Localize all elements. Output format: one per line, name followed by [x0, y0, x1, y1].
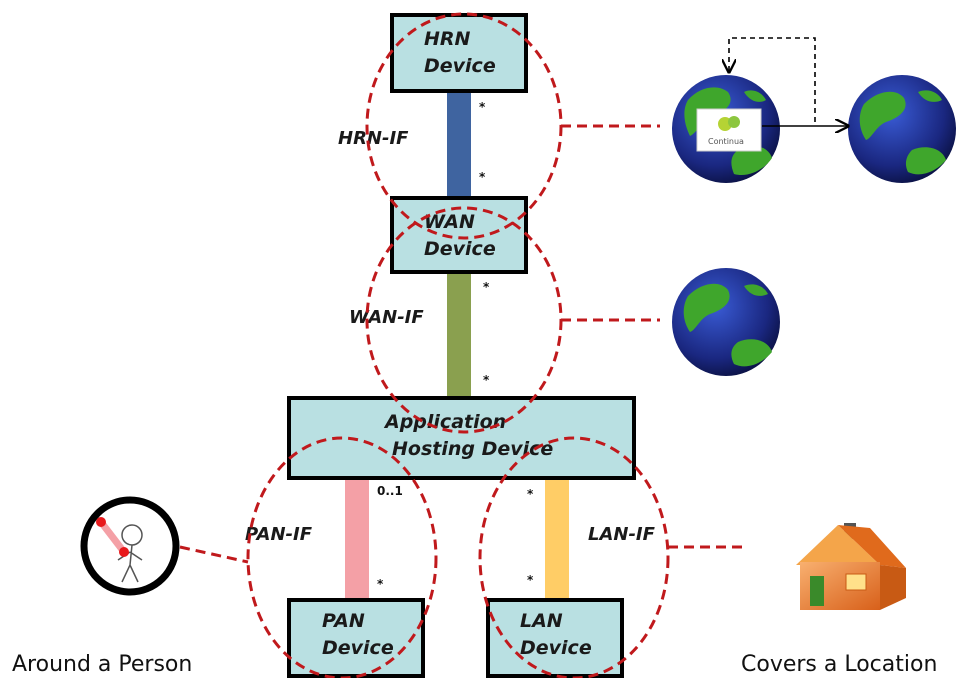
globe-icon: [848, 75, 956, 183]
lan-device-label-1: LAN: [520, 610, 563, 632]
wan-if-label: WAN-IF: [349, 307, 424, 328]
lan-if-bar: [545, 478, 569, 600]
caption-around-a-person: Around a Person: [12, 652, 192, 677]
pan-if-mult-bottom: *: [377, 577, 384, 591]
pan-device-label-2: Device: [322, 637, 394, 659]
pan-device-label-1: PAN: [322, 610, 365, 632]
pan-scope-ellipse: [246, 436, 438, 678]
pan-if-mult-top: 0..1: [377, 484, 403, 498]
lan-scope-ellipse: [478, 436, 670, 678]
hrn-device-label-2: Device: [424, 55, 496, 77]
pan-connector: [179, 545, 249, 564]
house-icon: [796, 523, 906, 610]
globe-icon: [672, 268, 780, 376]
pan-device-box: [287, 598, 425, 678]
application-hosting-device-box: [287, 396, 636, 480]
hrn-if-bar: [447, 92, 471, 200]
loopback-dashed-arrow: [729, 37, 816, 122]
lan-if-label: LAN-IF: [588, 524, 656, 545]
hrn-if-label: HRN-IF: [338, 128, 409, 149]
wan-device-label-2: Device: [424, 238, 496, 260]
caption-covers-a-location: Covers a Location: [741, 652, 937, 677]
lan-if-mult-bottom: *: [527, 573, 534, 587]
hrn-if-mult-top: *: [479, 100, 486, 114]
app-device-label-2: Hosting Device: [392, 438, 553, 460]
lan-device-box: [486, 598, 624, 678]
hrn-if-mult-bottom: *: [479, 170, 486, 184]
pan-if-label: PAN-IF: [245, 524, 313, 545]
hrn-device-label-1: HRN: [424, 28, 471, 50]
wan-device-box: [390, 196, 528, 274]
wan-device-label-1: WAN: [424, 211, 475, 233]
continua-logo-text: Continua: [708, 137, 744, 146]
person-icon: [80, 496, 180, 596]
wan-if-mult-bottom: *: [483, 373, 490, 387]
lan-device-label-2: Device: [520, 637, 592, 659]
continua-logo-icon: Continua: [696, 108, 762, 152]
wan-if-mult-top: *: [483, 280, 490, 294]
wan-if-bar: [447, 271, 471, 398]
lan-if-mult-top: *: [527, 487, 534, 501]
pan-if-bar: [345, 478, 369, 600]
